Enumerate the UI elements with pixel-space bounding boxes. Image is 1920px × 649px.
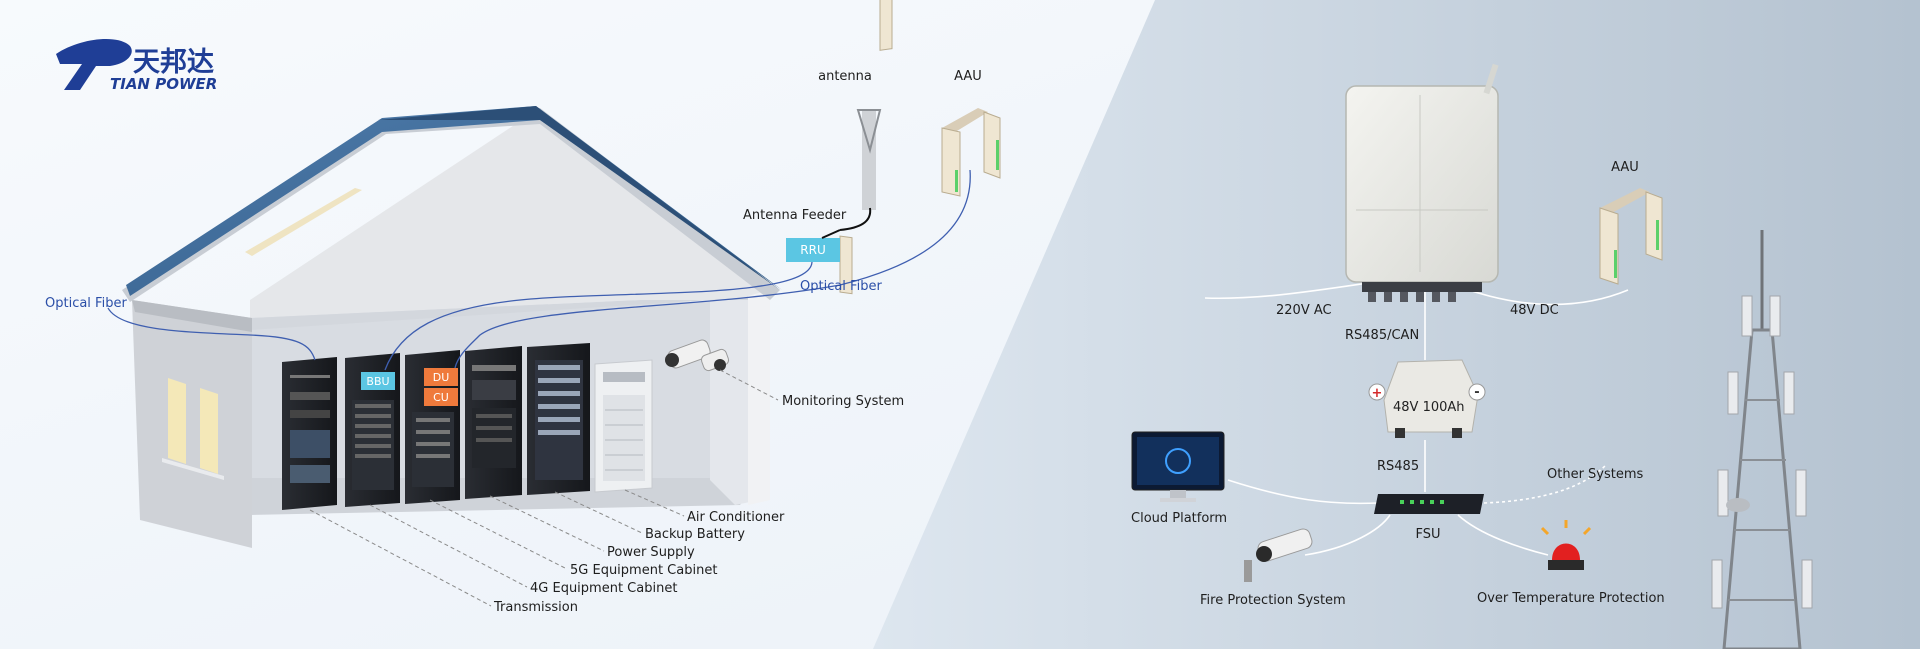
logo-mark-icon [56,39,132,90]
over-temperature-label: Over Temperature Protection [1477,591,1665,606]
aau-top [941,108,1001,197]
other-systems-wire [1483,465,1606,504]
battery-minus-icon: - [1474,385,1479,400]
cloud-platform-label: Cloud Platform [1131,511,1227,526]
rs485-label: RS485 [1377,459,1419,474]
logo-chinese-text: 天邦达 [133,47,214,78]
cloud-wire [1227,479,1379,505]
house-left-wall [132,300,252,548]
power-enclosure [1345,63,1499,302]
left-wall-shadow [132,300,252,332]
transmission-label: Transmission [493,600,578,615]
monitoring-system-label: Monitoring System [782,394,904,409]
rs485-can-label: RS485/CAN [1345,328,1419,343]
air-conditioner-unit [594,359,653,493]
fsu-label: FSU [1415,527,1440,542]
antenna-mast [839,0,893,295]
house-window [162,378,224,480]
rack-5g: BBU [345,353,400,507]
logo-english-text: TIAN POWER [110,75,217,93]
equipment-5g-label: 5G Equipment Cabinet [570,563,717,578]
rack-power: DU CU [405,350,460,504]
du-label: DU [433,371,450,384]
interior-side-wall [710,296,760,505]
telecom-tower [1711,230,1813,649]
optical-fiber-left-label: Optical Fiber [45,296,127,311]
fire-protection-label: Fire Protection System [1200,593,1346,608]
cloud-platform-monitor [1131,431,1225,502]
air-conditioner-label: Air Conditioner [687,510,785,525]
rack-4g [282,357,337,510]
optical-fiber-rru-line [384,261,813,371]
rru-box [786,238,840,262]
ac-input-wire [1204,281,1376,300]
equipment-4g-label: 4G Equipment Cabinet [530,581,677,596]
rack-battery [465,346,522,499]
company-logo: 天邦达 TIAN POWER [56,39,217,93]
antenna-label: antenna [818,69,872,84]
optical-fiber-left-line [107,307,316,361]
antenna-feeder-label: Antenna Feeder [743,208,847,223]
leader-lines [309,369,779,607]
house-gable-wall [250,108,770,318]
fire-protection-camera [1244,528,1313,582]
temperature-alarm-light [1540,520,1592,570]
optical-fiber-aau-line [454,169,971,369]
feeder-cable [821,229,841,239]
optical-fiber-right-label: Optical Fiber [800,279,882,294]
rack-transmission [527,343,590,495]
ac-input-label: 220V AC [1276,303,1332,318]
cu-label: CU [433,391,449,404]
temperature-wire [1457,514,1549,556]
roof-skylight [245,188,362,256]
house-right-post [748,290,770,505]
rru-label: RRU [800,243,825,257]
battery-pack: + - [1368,359,1486,438]
aau-right-label: AAU [1611,160,1639,175]
du-module [424,368,458,386]
other-systems-label: Other Systems [1547,467,1644,482]
cu-module [424,388,458,406]
fire-wire [1304,514,1391,556]
aau-top-label: AAU [954,69,982,84]
fsu-unit [1374,494,1484,514]
battery-plus-icon: + [1372,386,1383,401]
battery-label: 48V 100Ah [1393,400,1465,415]
dc-output-wire [1454,284,1629,306]
power-supply-label: Power Supply [607,545,695,560]
dc-output-label: 48V DC [1510,303,1559,318]
bbu-module [361,372,395,390]
house-roof [126,106,782,296]
roof-ridge [378,106,780,290]
aau-right [1599,188,1663,285]
gable-beam [250,286,770,330]
equipment-room [122,106,782,548]
monitoring-camera [665,339,730,372]
backup-battery-label: Backup Battery [645,527,745,542]
bbu-label: BBU [366,375,389,388]
